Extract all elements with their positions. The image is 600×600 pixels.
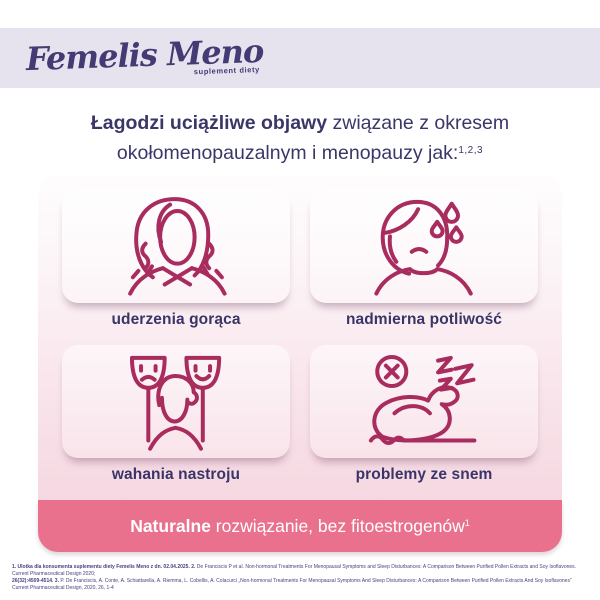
banner-bold-text: Naturalne bbox=[130, 515, 211, 536]
footnote-line-1: 1. Ulotka dla konsumenta suplementu diet… bbox=[12, 564, 588, 578]
symptom-label: wahania nastroju bbox=[111, 466, 241, 483]
banner-text: Naturalne rozwiązanie, bez fitoestrogenó… bbox=[130, 516, 470, 537]
mood-swings-icon bbox=[130, 355, 222, 451]
symptoms-card: uderzenia gorąca nadmierna potliwość bbox=[38, 175, 562, 552]
banner-reference-superscript: 1 bbox=[464, 517, 470, 528]
footnotes: 1. Ulotka dla konsumenta suplementu diet… bbox=[12, 564, 588, 592]
symptom-tile bbox=[62, 344, 290, 458]
symptom-hot-flashes: uderzenia gorąca bbox=[62, 189, 290, 329]
symptom-label: nadmierna potliwość bbox=[345, 310, 503, 328]
footnote-1-text: De Franciscis P et al. Non-hormonal Trea… bbox=[12, 564, 577, 577]
headline-rest-text: związane z okresem bbox=[327, 112, 510, 134]
symptom-mood-swings: wahania nastroju bbox=[62, 344, 290, 485]
excessive-sweating-icon bbox=[374, 200, 474, 296]
headline: Łagodzi uciążliwe objawy związane z okre… bbox=[0, 110, 600, 167]
symptom-excessive-sweating: nadmierna potliwość bbox=[310, 189, 538, 329]
headline-line2: okołomenopauzalnym i menopauzy jak:1,2,3 bbox=[0, 137, 600, 167]
symptom-tile bbox=[310, 344, 538, 458]
headline-line2-text: okołomenopauzalnym i menopauzy jak: bbox=[116, 142, 459, 164]
hot-flashes-icon bbox=[128, 197, 228, 296]
headline-line1: Łagodzi uciążliwe objawy związane z okre… bbox=[0, 110, 600, 137]
banner-rest-text: rozwiązanie, bez fitoestrogenów bbox=[210, 515, 465, 536]
sleep-problems-icon bbox=[369, 354, 477, 445]
headline-reference-superscript: 1,2,3 bbox=[458, 145, 484, 156]
footnote-line-2: 26(32):4509-4514. 3. P. De Franciscis, A… bbox=[12, 578, 588, 592]
symptoms-grid: uderzenia gorąca nadmierna potliwość bbox=[38, 175, 562, 500]
symptom-label: problemy ze snem bbox=[355, 466, 493, 483]
symptom-tile bbox=[310, 189, 538, 303]
symptom-sleep-problems: problemy ze snem bbox=[310, 344, 538, 485]
footnote-2-text: P. De Franciscis, A. Conte, A. Schiattar… bbox=[12, 578, 572, 591]
bottom-banner: Naturalne rozwiązanie, bez fitoestrogenó… bbox=[38, 500, 562, 552]
headline-bold-text: Łagodzi uciążliwe objawy bbox=[90, 112, 328, 134]
header-band: Femelis Meno suplement diety bbox=[0, 28, 600, 88]
symptom-tile bbox=[62, 189, 290, 303]
brand-logo: Femelis Meno suplement diety bbox=[25, 31, 264, 81]
symptom-label: uderzenia gorąca bbox=[111, 310, 241, 328]
footnote-1-number: 1. Ulotka dla konsumenta suplementu diet… bbox=[12, 564, 196, 570]
footnote-2-number: 26(32):4509-4514. 3. bbox=[12, 578, 59, 584]
